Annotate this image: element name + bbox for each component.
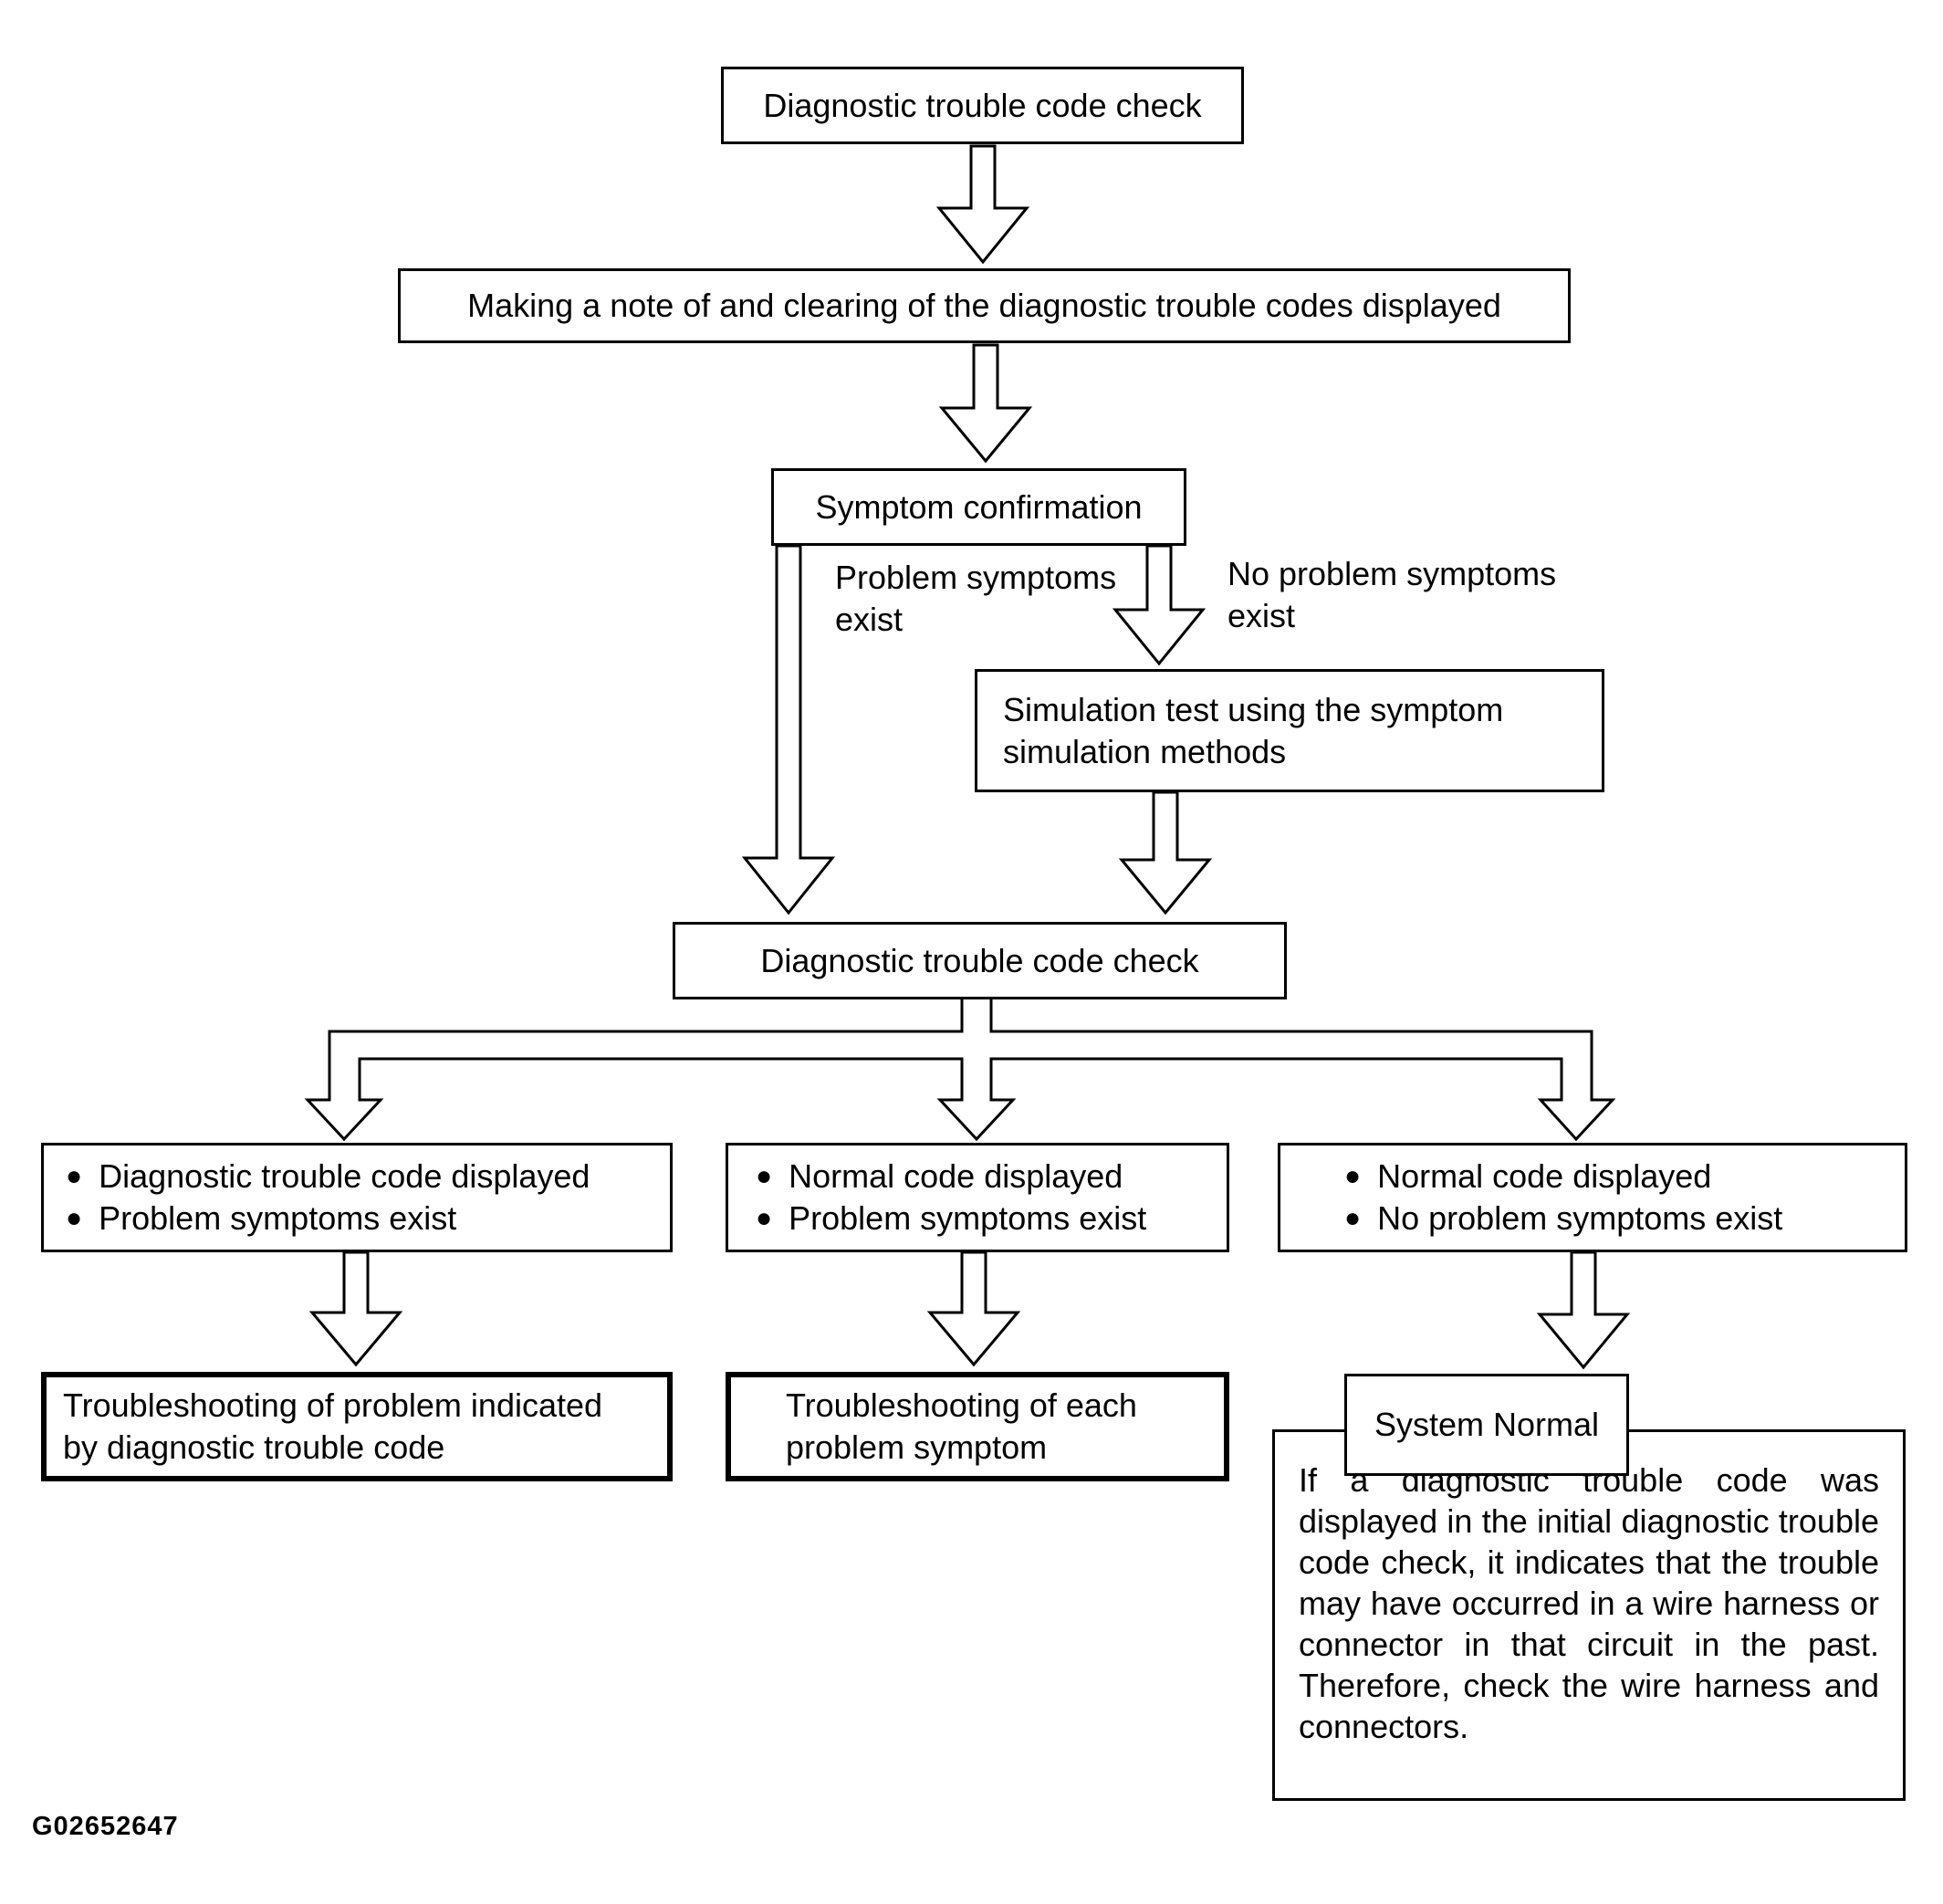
edge-label-line: Problem symptoms <box>835 559 1117 596</box>
system-normal-note-text: If a diagnostic trouble code was display… <box>1299 1461 1879 1745</box>
arrow-down-icon <box>935 144 1030 265</box>
outcome-mid-bullet1: Normal code displayed <box>789 1157 1123 1195</box>
arrow-down-icon <box>926 1250 1021 1367</box>
bullet-icon: ● <box>1344 1203 1362 1233</box>
bullet-row: ● Normal code displayed <box>1344 1156 1905 1198</box>
edge-label-problem-symptoms-exist: Problem symptoms exist <box>835 557 1116 641</box>
bullet-row: ● No problem symptoms exist <box>1344 1198 1905 1240</box>
edge-label-line: No problem symptoms <box>1227 555 1557 592</box>
node-troubleshoot-symptom: Troubleshooting of each problem symptom <box>726 1372 1229 1481</box>
node-simulation-test-line2: simulation methods <box>1003 732 1287 770</box>
bullet-icon: ● <box>66 1161 83 1191</box>
bullet-row: ● Normal code displayed <box>756 1156 1227 1198</box>
troubleshoot-symptom-line2: problem symptom <box>786 1428 1048 1466</box>
node-dtc-check-1: Diagnostic trouble code check <box>721 67 1244 144</box>
arrow-down-icon <box>1536 1250 1631 1370</box>
troubleshoot-dtc-line1: Troubleshooting of problem indicated <box>63 1386 603 1424</box>
node-note-and-clear-label: Making a note of and clearing of the dia… <box>467 287 1501 324</box>
node-note-and-clear: Making a note of and clearing of the dia… <box>398 268 1571 343</box>
arrow-down-icon <box>308 1250 403 1367</box>
node-system-normal-note: If a diagnostic trouble code was display… <box>1272 1429 1906 1801</box>
arrow-problem-symptoms-icon <box>741 544 836 915</box>
outcome-left-bullet2: Problem symptoms exist <box>99 1199 457 1237</box>
node-simulation-test: Simulation test using the symptom simula… <box>975 669 1604 792</box>
outcome-mid-bullet2: Problem symptoms exist <box>789 1199 1147 1237</box>
node-dtc-check-1-label: Diagnostic trouble code check <box>763 86 1202 124</box>
node-simulation-test-line1: Simulation test using the symptom <box>1003 690 1504 728</box>
node-symptom-confirmation: Symptom confirmation <box>771 468 1186 546</box>
outcome-right-bullet2: No problem symptoms exist <box>1377 1199 1783 1237</box>
bullet-icon: ● <box>1344 1161 1362 1191</box>
bullet-row: ● Problem symptoms exist <box>756 1198 1227 1240</box>
troubleshoot-symptom-line1: Troubleshooting of each <box>786 1386 1137 1424</box>
bullet-icon: ● <box>756 1203 773 1233</box>
edge-label-line: exist <box>835 601 904 638</box>
edge-label-no-problem-symptoms-exist: No problem symptoms exist <box>1227 553 1556 637</box>
node-dtc-check-2-label: Diagnostic trouble code check <box>760 941 1199 979</box>
node-outcome-normal-no-problem: ● Normal code displayed ● No problem sym… <box>1278 1143 1907 1252</box>
arrow-down-icon <box>1118 790 1213 915</box>
node-system-normal-label: System Normal <box>1374 1406 1600 1443</box>
arrow-no-problem-symptoms-icon <box>1112 544 1207 666</box>
node-troubleshoot-dtc: Troubleshooting of problem indicated by … <box>41 1372 673 1481</box>
node-outcome-dtc-displayed: ● Diagnostic trouble code displayed ● Pr… <box>41 1143 673 1252</box>
three-way-branch-connector <box>304 996 1616 1142</box>
bullet-row: ● Diagnostic trouble code displayed <box>66 1156 670 1198</box>
outcome-right-bullet1: Normal code displayed <box>1377 1157 1712 1195</box>
node-symptom-confirmation-label: Symptom confirmation <box>815 487 1143 526</box>
figure-id-label: G02652647 <box>32 1812 179 1841</box>
edge-label-line: exist <box>1227 597 1296 634</box>
node-dtc-check-2: Diagnostic trouble code check <box>673 922 1287 999</box>
bullet-icon: ● <box>66 1203 83 1233</box>
bullet-row: ● Problem symptoms exist <box>66 1198 670 1240</box>
troubleshoot-dtc-line2: by diagnostic trouble code <box>63 1428 445 1466</box>
bullet-icon: ● <box>756 1161 773 1191</box>
node-system-normal: System Normal <box>1344 1374 1629 1476</box>
node-outcome-normal-problem: ● Normal code displayed ● Problem sympto… <box>726 1143 1229 1252</box>
arrow-down-icon <box>938 343 1033 464</box>
outcome-left-bullet1: Diagnostic trouble code displayed <box>99 1157 590 1195</box>
